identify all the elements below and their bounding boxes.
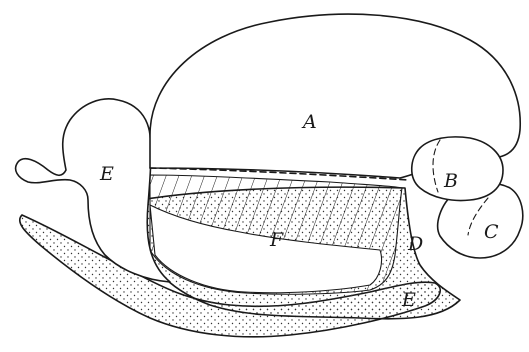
label-d: D: [407, 233, 423, 255]
label-b: B: [443, 170, 458, 192]
label-c: C: [484, 221, 499, 243]
label-f: F: [269, 229, 284, 251]
label-a: A: [301, 111, 317, 133]
label-e-left: E: [99, 163, 114, 185]
label-e-bottom: E: [401, 289, 416, 311]
